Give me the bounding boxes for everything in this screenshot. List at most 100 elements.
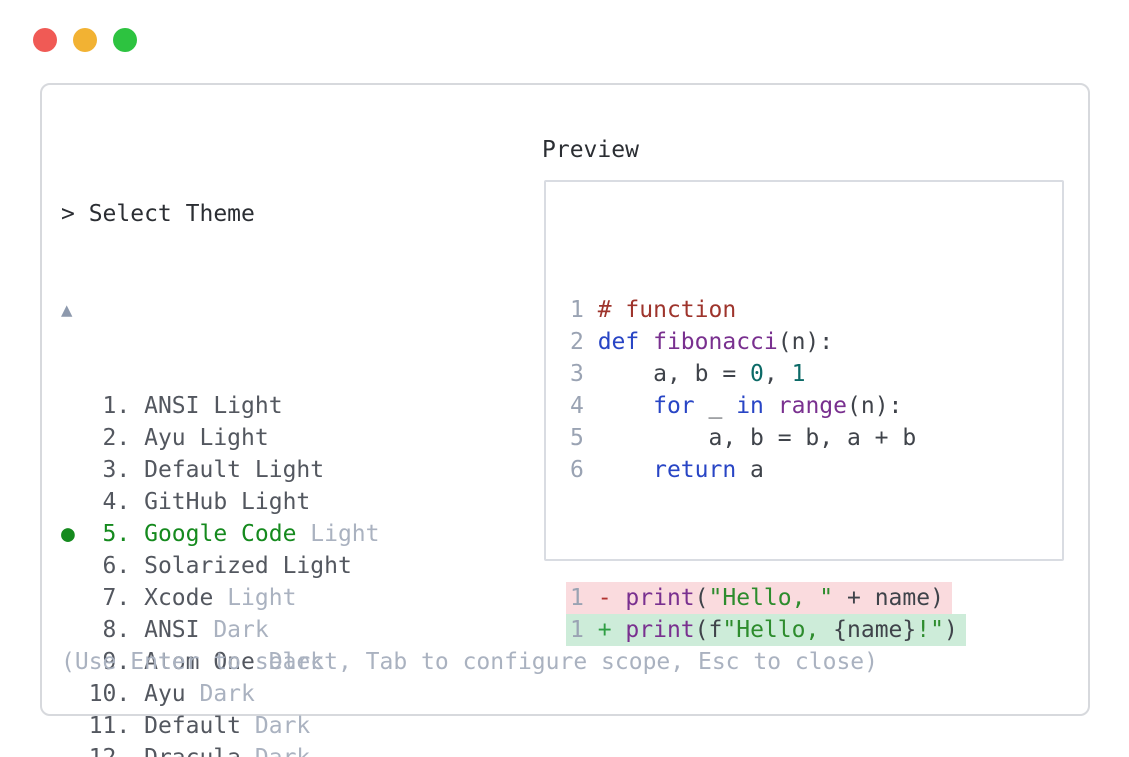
code-token: , <box>763 361 792 387</box>
theme-option-suffix: Light <box>213 585 297 611</box>
code-token: a, b = b, a + b <box>597 425 917 451</box>
code-token: - <box>597 585 612 611</box>
close-button[interactable] <box>33 28 57 52</box>
theme-option-default-dark[interactable]: 11. Default Dark <box>61 710 380 742</box>
theme-option-number: 11. <box>88 713 145 739</box>
theme-option-ayu-light[interactable]: 2. Ayu Light <box>61 422 380 454</box>
code-token: + <box>597 617 612 643</box>
theme-option-ayu-dark[interactable]: 10. Ayu Dark <box>61 678 380 710</box>
bullet-spacer <box>61 393 89 419</box>
code-token: in <box>736 393 764 419</box>
theme-option-suffix: Light <box>185 425 269 451</box>
footer-hint: (Use Enter to select, Tab to configure s… <box>61 649 878 675</box>
diff-line-removed: 1 - print("Hello, " + name) <box>566 582 1062 614</box>
code-token <box>612 617 626 643</box>
code-line: 2 def fibonacci(n): <box>570 326 1062 358</box>
code-token <box>598 457 653 483</box>
code-token: ( <box>694 585 709 611</box>
theme-option-number: 6. <box>88 553 145 579</box>
line-number: 1 <box>570 585 598 611</box>
minimize-button[interactable] <box>73 28 97 52</box>
bullet-spacer <box>61 745 89 757</box>
code-token: "Hello, " <box>708 585 834 611</box>
code-token: (n): <box>847 393 903 419</box>
bullet-spacer <box>61 489 89 515</box>
code-token <box>764 393 778 419</box>
theme-option-suffix: Dark <box>254 649 325 675</box>
theme-option-suffix: Light <box>296 521 380 547</box>
bullet-spacer <box>61 457 89 483</box>
code-token: fibonacci <box>653 329 778 355</box>
code-token: + name) <box>833 585 944 611</box>
theme-option-number: 1. <box>88 393 145 419</box>
theme-picker-panel: > Select Theme ▲ 1. ANSI Light 2. Ayu Li… <box>40 83 1090 757</box>
theme-option-default-light[interactable]: 3. Default Light <box>61 454 380 486</box>
preview-label: Preview <box>542 137 639 163</box>
theme-option-suffix: Light <box>241 457 325 483</box>
theme-option-atom-one-dark[interactable]: 9. Atom One Dark <box>61 646 380 678</box>
code-token: print <box>625 617 695 643</box>
theme-option-number: 4. <box>88 489 145 515</box>
theme-option-number: 12. <box>89 745 144 757</box>
theme-option-name: Ayu <box>144 425 186 451</box>
code-token: return <box>653 457 737 483</box>
theme-option-number: 9. <box>88 649 145 675</box>
theme-list: > Select Theme ▲ 1. ANSI Light 2. Ayu Li… <box>61 134 380 757</box>
theme-option-suffix: Dark <box>199 617 269 643</box>
theme-option-name: Default <box>144 713 242 739</box>
theme-option-number: 8. <box>88 617 145 643</box>
code-token: !" <box>916 617 944 643</box>
theme-option-suffix: Dark <box>241 745 310 757</box>
code-token: (n): <box>777 329 834 355</box>
bullet-spacer <box>61 713 89 739</box>
bullet-spacer <box>61 585 89 611</box>
line-number: 1 <box>570 617 598 643</box>
line-number: 2 <box>570 329 598 355</box>
theme-option-google-code-light[interactable]: ● 5. Google Code Light <box>61 518 380 550</box>
code-token: (f <box>694 617 723 643</box>
theme-option-github-light[interactable]: 4. GitHub Light <box>61 486 380 518</box>
diff-block: 1 - print("Hello, " + name)1 + print(f"H… <box>566 582 1062 646</box>
scroll-up-icon[interactable]: ▲ <box>61 299 73 321</box>
theme-option-dracula-dark[interactable]: 12. Dracula Dark <box>61 742 380 757</box>
bullet-spacer <box>61 553 89 579</box>
diff-line-added: 1 + print(f"Hello, {name}!") <box>566 614 1062 646</box>
code-line: 5 a, b = b, a + b <box>570 422 1062 454</box>
selected-indicator-icon: ● <box>61 521 89 547</box>
code-token: 0 <box>750 361 764 387</box>
code-token: for <box>653 393 695 419</box>
theme-option-suffix: Light <box>199 393 283 419</box>
zoom-button[interactable] <box>113 28 137 52</box>
theme-option-ansi-light[interactable]: 1. ANSI Light <box>61 390 380 422</box>
theme-option-xcode-light[interactable]: 7. Xcode Light <box>61 582 380 614</box>
theme-option-name: Solarized <box>144 553 269 579</box>
theme-option-suffix: Light <box>227 489 311 515</box>
code-line: 1 # function <box>570 294 1062 326</box>
bullet-spacer <box>61 681 89 707</box>
code-token: range <box>777 393 847 419</box>
theme-option-name: ANSI <box>144 617 200 643</box>
code-token <box>598 393 653 419</box>
theme-option-name: Dracula <box>144 745 241 757</box>
theme-option-name: Default <box>144 457 242 483</box>
code-token: print <box>625 585 695 611</box>
line-number: 4 <box>570 393 598 419</box>
theme-option-name: GitHub <box>144 489 228 515</box>
theme-option-solarized-light[interactable]: 6. Solarized Light <box>61 550 380 582</box>
theme-option-number: 5. <box>88 521 145 547</box>
code-token: # function <box>597 297 737 323</box>
code-token: "Hello, <box>722 617 834 643</box>
theme-option-ansi-dark[interactable]: 8. ANSI Dark <box>61 614 380 646</box>
code-token: _ <box>694 393 737 419</box>
theme-option-number: 7. <box>88 585 145 611</box>
theme-option-name: ANSI <box>144 393 200 419</box>
diff-highlight-removed: 1 - print("Hello, " + name) <box>566 582 952 614</box>
code-line: 3 a, b = 0, 1 <box>570 358 1062 390</box>
code-token: a, b = <box>597 361 751 387</box>
code-token: def <box>597 329 640 355</box>
code-token <box>639 329 653 355</box>
theme-option-name: Atom One <box>144 649 255 675</box>
line-number: 1 <box>570 297 598 323</box>
